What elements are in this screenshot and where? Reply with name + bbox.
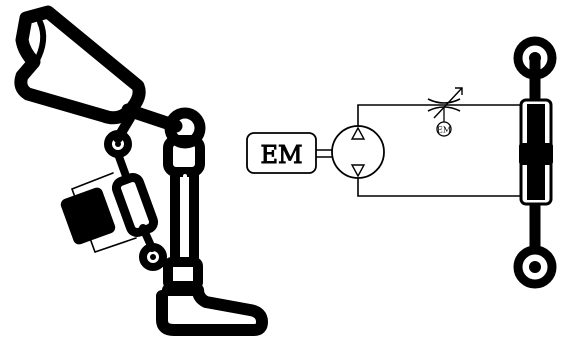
prosthesis-icon — [14, 5, 268, 336]
valve-motor-label: EM — [437, 126, 451, 135]
actuator-icon — [60, 172, 159, 253]
electric-motor-box: EM — [246, 132, 317, 174]
upper-hydraulic-line — [357, 104, 521, 126]
motor-label: EM — [260, 141, 302, 169]
motor-block-icon — [60, 187, 116, 245]
hydraulic-circuit: EM EM — [246, 87, 521, 197]
top-eye-icon — [513, 36, 557, 80]
lower-hydraulic-line — [357, 178, 521, 197]
pylon-icon — [170, 167, 199, 267]
valve-motor-icon — [436, 121, 452, 137]
socket-icon — [14, 5, 146, 125]
pump-icon — [331, 125, 385, 179]
piston-block-icon — [111, 172, 159, 238]
knee-joint-icon — [163, 107, 206, 177]
foot-icon — [156, 257, 268, 336]
piston-head-icon — [519, 143, 553, 165]
cylinder-icon — [513, 36, 557, 289]
rod-top-icon — [114, 150, 130, 180]
adjustable-valve-icon: EM — [427, 87, 463, 137]
bottom-eye-icon — [513, 245, 557, 289]
